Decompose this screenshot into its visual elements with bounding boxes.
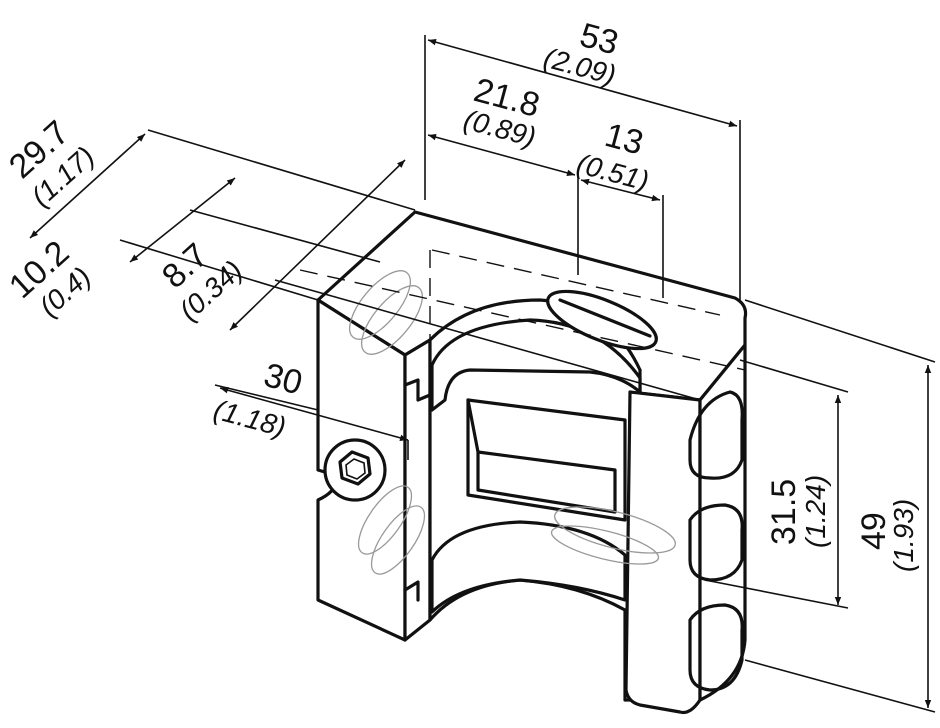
dim-31-5-mm: 31.5 [765, 479, 803, 545]
dim-30-mm: 30 [260, 356, 306, 402]
rib-lower [688, 603, 744, 692]
dimension-lines [29, 35, 936, 713]
bracket-part [299, 210, 748, 715]
upper-arm [430, 318, 642, 412]
dim-30-inch: (1.18) [210, 394, 289, 443]
dim-31-5-inch: (1.24) [800, 475, 831, 548]
dim-49-inch: (1.93) [888, 499, 919, 572]
lower-arm [430, 520, 627, 614]
hex-screw [323, 438, 387, 502]
dim-49-mm: 49 [855, 512, 893, 550]
right-column-side [698, 343, 747, 702]
rib-upper [688, 390, 744, 480]
rib-middle [688, 503, 744, 582]
